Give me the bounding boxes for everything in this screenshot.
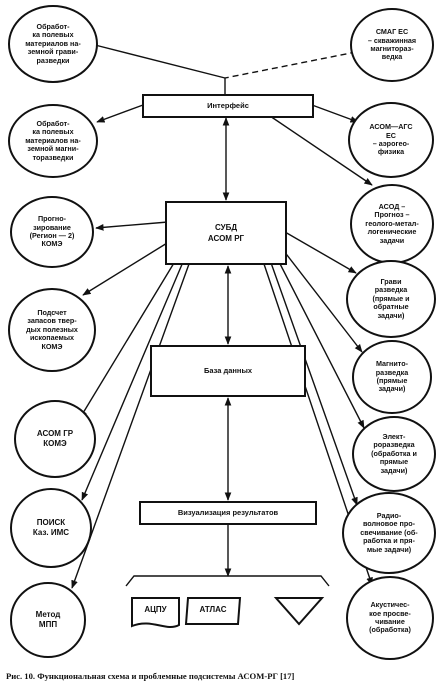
node-mpp-method: Метод МПП: [10, 582, 86, 658]
atlas-label: АТЛАС: [199, 605, 227, 614]
node-electrical-survey: Элект- роразведка (обработка и прямые за…: [352, 416, 436, 492]
printer-shape: [131, 597, 180, 628]
node-gravity-survey: Грави разведка (прямые и обратные задачи…: [346, 260, 436, 338]
triangle-shape: [273, 597, 325, 626]
node-magnetic-survey: Магнито- разведка (прямые задачи): [352, 340, 432, 414]
node-forecasting-region2: Прогно- зирование (Регион — 2) КОМЭ: [10, 196, 94, 268]
node-asod-forecast: АСОД – Прогноз – геолого-метал- логениче…: [350, 184, 434, 264]
connector-dbms-l6: [81, 261, 184, 501]
connector-dbms-r7: [269, 259, 358, 506]
atlas-shape: [184, 597, 242, 625]
connector-dbms-r5: [279, 245, 363, 353]
connector-dbms-r4: [284, 231, 357, 274]
dbms-box: СУБД АСОМ РГ: [165, 201, 287, 265]
connector-dbms-l4: [82, 239, 173, 296]
connector-dbms-l5: [79, 257, 178, 419]
node-asom-ags: АСОМ—АГС ЕС – аэрогео- физика: [348, 102, 434, 178]
node-smag-es: СМАГ ЕС – скважинная магнитораз- ведка: [350, 8, 434, 82]
database-box: База данных: [150, 345, 306, 397]
node-magnetic-field-processing: Обработ- ка полевых материалов на- земно…: [8, 104, 98, 178]
interface-box: Интерфейс: [142, 94, 314, 118]
node-acoustic-sounding: Акустичес- кое просве- чивание (обработк…: [346, 576, 434, 660]
node-asom-gr: АСОМ ГР КОМЭ: [14, 400, 96, 478]
connector-dbms-r6: [274, 253, 365, 429]
connector-interface-l2: [96, 104, 144, 123]
node-gravity-field-processing: Обработ- ка полевых материалов на- земно…: [8, 5, 98, 83]
connector-r1-interface: [224, 49, 367, 79]
node-poisk: ПОИСК Каз. ИМС: [10, 488, 92, 568]
node-radiowave-sounding: Радио- волновое про- свечивание (об- раб…: [342, 492, 436, 574]
connector-l1-interface: [94, 44, 226, 95]
visualization-box: Визуализация результатов: [139, 501, 317, 525]
printer-label: АЦПУ: [144, 605, 167, 614]
node-reserves-estimation: Подсчет запасов твер- дых полезных ископ…: [8, 288, 96, 372]
connector-dbms-l3: [95, 221, 169, 231]
figure-caption: Рис. 10. Функциональная схема и проблемн…: [6, 671, 295, 681]
connector-interface-r2: [311, 104, 359, 123]
connector-interface-r3: [269, 115, 373, 186]
output-bracket: [125, 575, 330, 587]
